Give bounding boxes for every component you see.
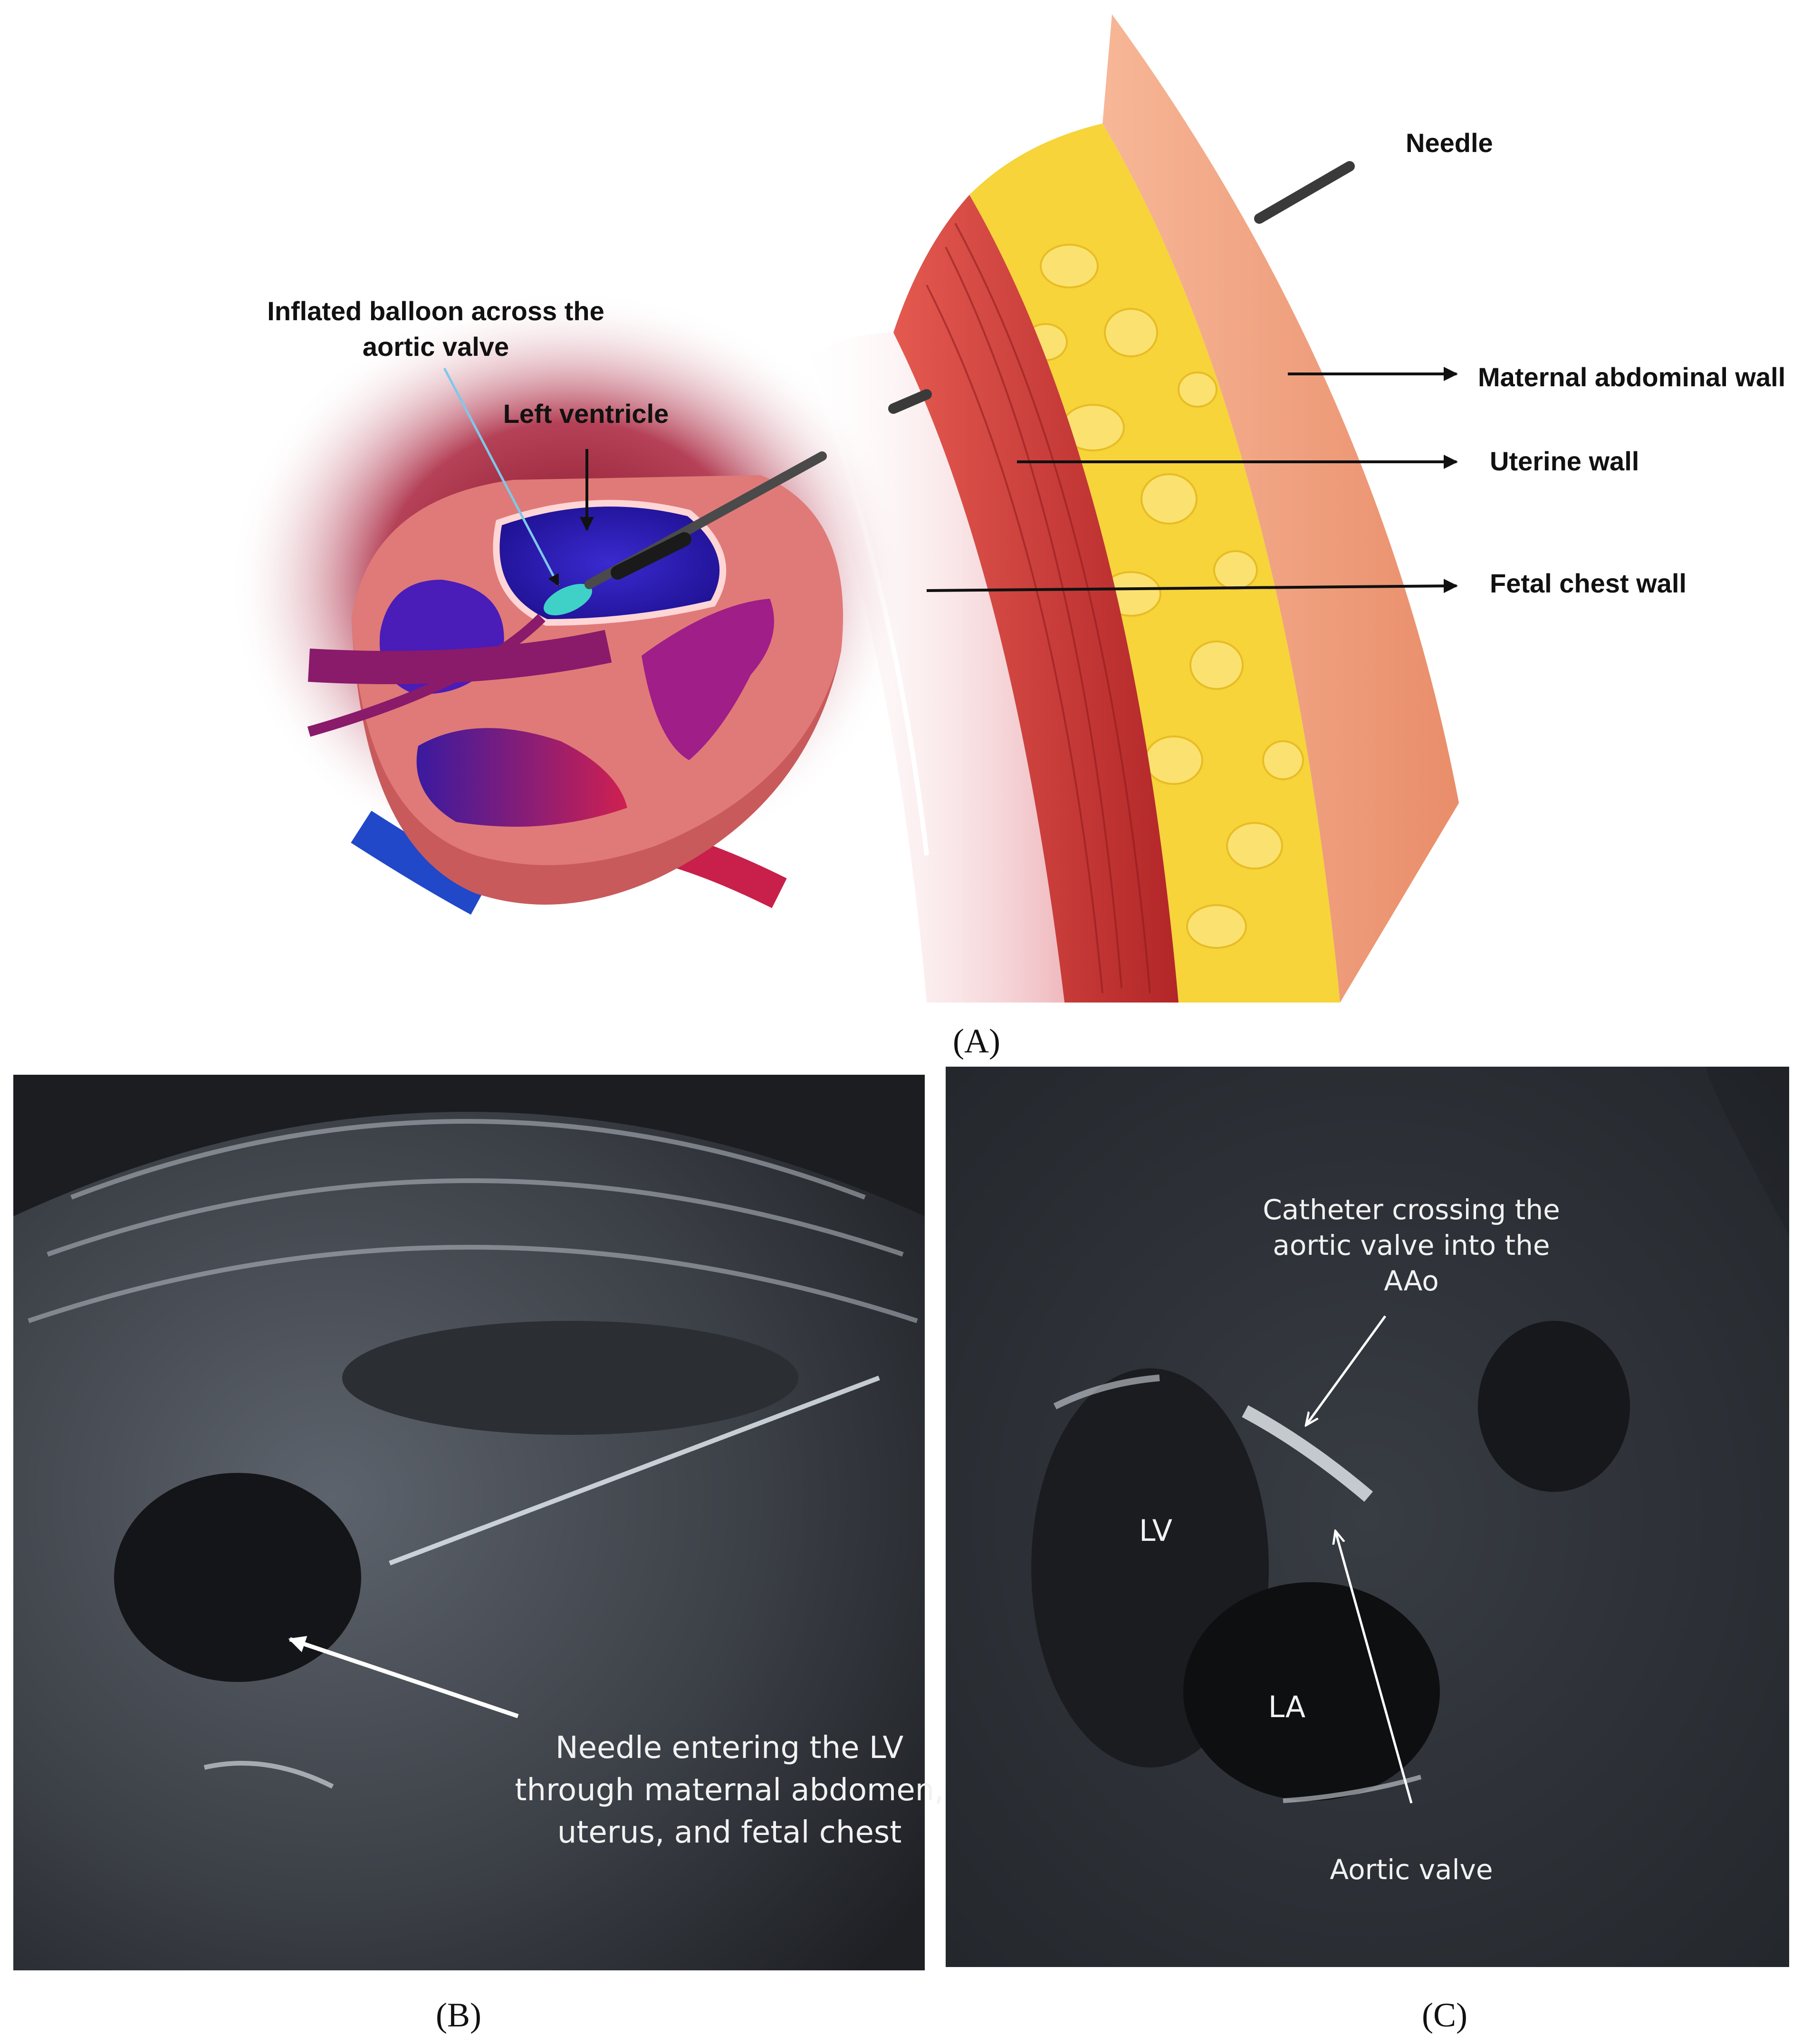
needle-shaft-outer xyxy=(1254,161,1355,224)
panel-a-label: (A) xyxy=(953,1022,1000,1060)
b-annotation-line3: uterus, and fetal chest xyxy=(557,1815,902,1850)
label-maternal-abdominal-wall: Maternal abdominal wall xyxy=(1478,362,1785,392)
inflated-balloon xyxy=(543,583,593,616)
b-annotation-line2: through maternal abdomen, xyxy=(515,1773,944,1808)
left-ventricle-cavity xyxy=(493,500,727,626)
needle-tip xyxy=(611,532,691,580)
right-ventricle-cavity xyxy=(642,599,774,760)
blue-vessel xyxy=(351,811,489,915)
arrow-fetal-chest-wall xyxy=(926,579,1458,593)
arrow-balloon xyxy=(443,367,560,587)
label-balloon-line2: aortic valve xyxy=(363,332,509,362)
c-label-aortic-valve: Aortic valve xyxy=(1330,1853,1493,1886)
c-label-lv: LV xyxy=(1139,1513,1172,1548)
fat-lobules xyxy=(1023,244,1304,949)
catheter-thin xyxy=(307,614,546,737)
muscle-striations xyxy=(926,223,1151,993)
needle-shaft-inner xyxy=(888,389,932,414)
lower-cavity xyxy=(416,728,627,827)
arrow-catheter xyxy=(1306,1315,1387,1425)
panel-c-label: (C) xyxy=(1422,1996,1467,2034)
panel-c-ultrasound xyxy=(946,1067,1789,1967)
label-left-ventricle: Left ventricle xyxy=(503,399,669,429)
label-uterine-wall: Uterine wall xyxy=(1490,446,1639,476)
needle-echo xyxy=(389,1375,880,1566)
panel-b-label: (B) xyxy=(436,1996,481,2034)
label-fetal-chest-wall: Fetal chest wall xyxy=(1490,568,1687,598)
c-catheter-line1: Catheter crossing the xyxy=(1263,1194,1560,1226)
maternal-abdominal-wall xyxy=(1102,14,1459,1003)
arrow-aortic-valve xyxy=(1335,1531,1413,1804)
panel-b-ultrasound xyxy=(13,1075,925,1970)
arrow-needle-lv xyxy=(288,1636,519,1719)
catheter-echo xyxy=(1242,1405,1373,1502)
c-catheter-line3: AAo xyxy=(1384,1265,1438,1297)
b-annotation-line1: Needle entering the LV xyxy=(556,1730,904,1766)
panel-a-illustration xyxy=(228,14,1459,1003)
c-label-la: LA xyxy=(1268,1690,1305,1724)
uterine-wall xyxy=(893,195,1179,1003)
label-needle: Needle xyxy=(1406,128,1493,158)
c-catheter-line2: aortic valve into the xyxy=(1273,1229,1550,1261)
label-balloon-line1: Inflated balloon across the xyxy=(267,296,604,326)
